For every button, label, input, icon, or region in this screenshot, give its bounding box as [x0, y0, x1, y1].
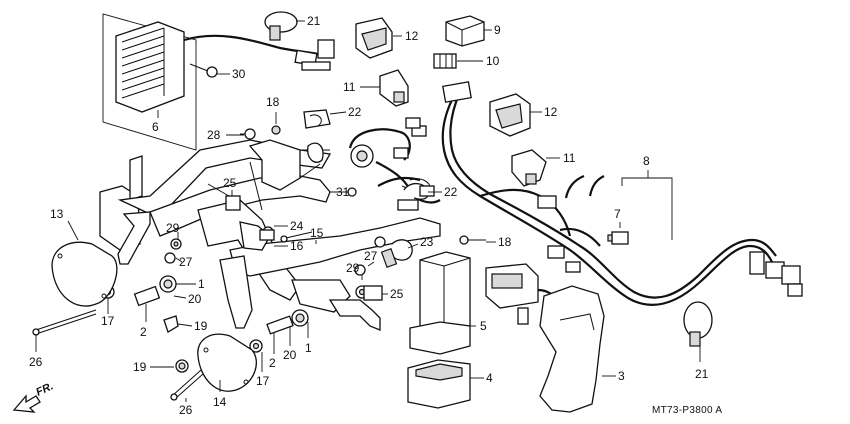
callout-2-right: 2 [269, 356, 276, 370]
callout-17-right: 17 [256, 374, 270, 388]
callout-17-left: 17 [101, 314, 115, 328]
front-direction-arrow: FR. [12, 380, 55, 413]
callout-1-right: 1 [305, 341, 312, 355]
control-unit-5-part [409, 251, 471, 355]
callout-22-upper: 22 [348, 105, 362, 119]
callout-22-lower: 22 [444, 185, 458, 199]
callout-28: 28 [207, 128, 221, 142]
callout-3: 3 [618, 369, 625, 383]
band-21-lower-part [683, 301, 713, 347]
callout-21-top: 21 [307, 14, 321, 28]
connector-12-right-part [489, 93, 531, 137]
callout-25-left: 25 [223, 176, 237, 190]
callout-11-upper: 11 [343, 80, 356, 94]
callout-10: 10 [486, 54, 500, 68]
callout-24: 24 [290, 219, 304, 233]
callout-25-right: 25 [390, 287, 404, 301]
callout-13: 13 [50, 207, 64, 221]
cover-13-part [51, 241, 118, 307]
relay-9-part [445, 15, 485, 47]
callout-23: 23 [420, 235, 434, 249]
callout-2-left: 2 [140, 325, 147, 339]
frame-bracket-part [99, 139, 441, 331]
callout-20-left: 20 [188, 292, 202, 306]
clamp-22-upper-part [303, 109, 331, 129]
callout-19-left: 19 [133, 360, 147, 374]
cover-3-part [539, 285, 605, 413]
connector-11-upper-part [379, 69, 409, 107]
bolt-30-part [189, 63, 218, 78]
front-direction-label: FR. [34, 380, 55, 398]
callout-31: 31 [336, 185, 350, 199]
callout-7: 7 [614, 207, 621, 221]
callout-26-left: 26 [29, 355, 43, 369]
callout-29-right: 29 [346, 261, 360, 275]
band-21-top-part [264, 11, 298, 41]
callout-6: 6 [152, 120, 159, 134]
callout-11-right: 11 [563, 151, 576, 165]
connector-12-upper-part [355, 17, 393, 59]
callout-16: 16 [290, 239, 304, 253]
callout-21-lower: 21 [695, 367, 709, 381]
callout-27-right: 27 [364, 249, 378, 263]
callout-27-left: 27 [179, 255, 193, 269]
callout-18-upper: 18 [266, 95, 280, 109]
connector-11-right-part [511, 149, 547, 187]
callout-8: 8 [643, 154, 650, 168]
callout-5: 5 [480, 319, 487, 333]
callout-4: 4 [486, 371, 493, 385]
relay-socket-10-part [433, 53, 457, 69]
callout-15: 15 [310, 226, 324, 240]
callout-30: 30 [232, 67, 246, 81]
diagram-code: MT73-P3800 A [652, 405, 722, 416]
callout-9: 9 [494, 23, 501, 37]
regulator-rectifier-part [102, 13, 335, 151]
callout-14: 14 [213, 395, 227, 409]
clamp-23-part [380, 239, 413, 268]
callout-12-right: 12 [544, 105, 558, 119]
callout-1-left: 1 [198, 277, 205, 291]
hardware-part [32, 125, 486, 401]
cover-14-part [197, 333, 257, 392]
connector-7-part [607, 231, 629, 245]
callout-20-right: 20 [283, 348, 297, 362]
callout-19-right: 19 [194, 319, 208, 333]
callout-29-left: 29 [166, 221, 180, 235]
fuse-box-part [485, 263, 561, 325]
main-wire-harness-part [405, 81, 803, 306]
callout-12-upper: 12 [405, 29, 419, 43]
rubber-case-4-part [407, 359, 471, 409]
callout-26-bottom: 26 [179, 403, 193, 417]
callout-18-right: 18 [498, 235, 512, 249]
